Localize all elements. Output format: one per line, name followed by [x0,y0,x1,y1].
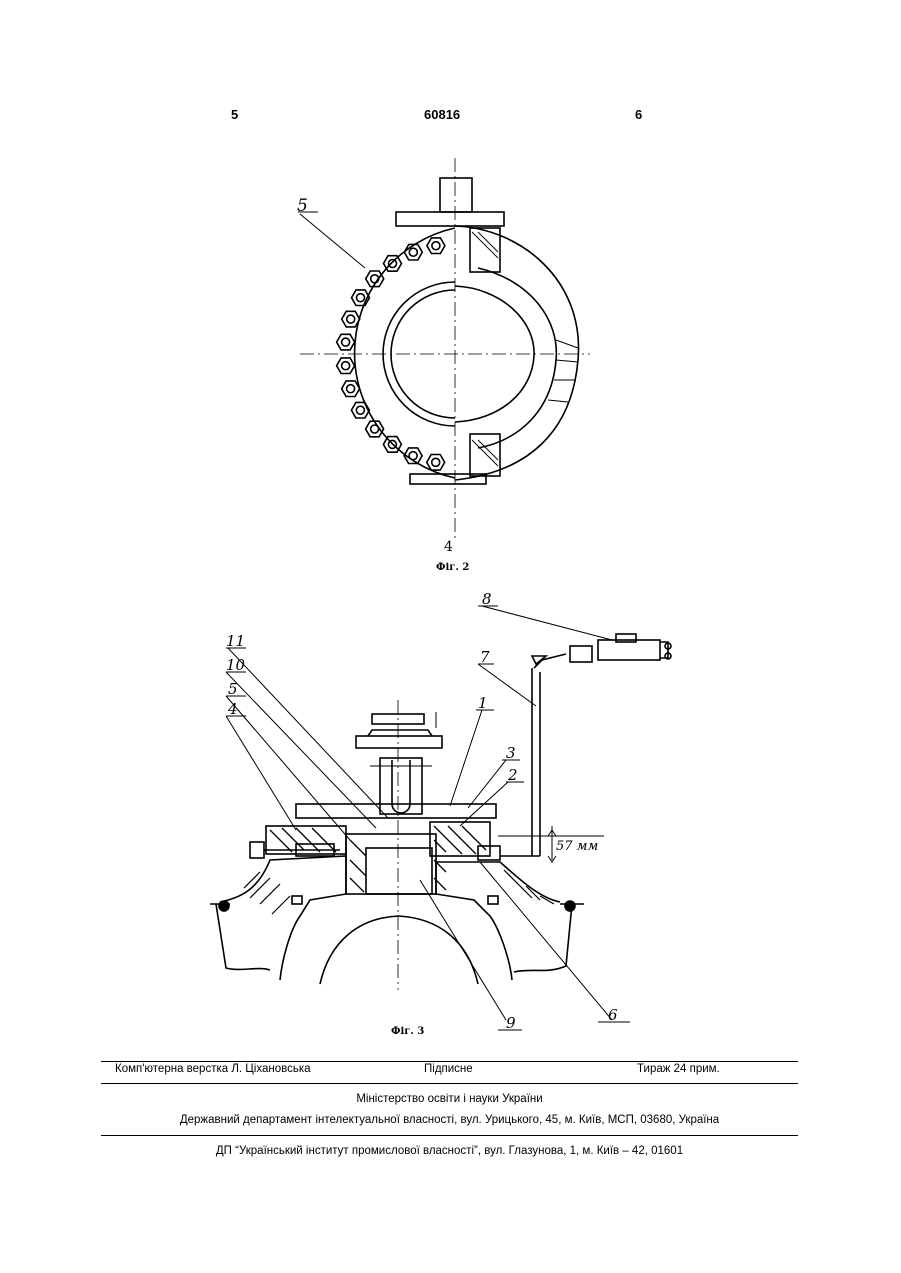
bolt-head [342,381,360,397]
bolt-head [404,244,422,260]
fig3-dimension: 57 мм [556,839,598,854]
typesetter-text: Комп'ютерна верстка Л. Ціхановська [115,1063,311,1075]
fig3-label-11: 11 [226,632,245,650]
bolt-hole [342,338,350,346]
bolt-hole [357,294,365,302]
bolt-head [427,238,445,254]
fig3-label-2: 2 [507,766,518,784]
bolt-hole [356,406,364,414]
bolt-hole [409,248,417,256]
circulation-text: Тираж 24 прим. [637,1063,720,1075]
bolt-hole [347,315,355,323]
ministry-text: Міністерство освіти і науки України [101,1093,798,1105]
fig3-label-7: 7 [480,648,490,666]
fig3-label-3: 3 [506,744,516,762]
fig2-label-4: 4 [444,539,453,555]
bolt-head [427,455,445,471]
bolt-hole [342,362,350,370]
bolt-head [384,256,402,272]
bolt-hole [409,452,417,460]
fig2-caption: Фіг. 2 [436,562,469,573]
bolt-hole [432,242,440,250]
technical-drawing: 5 4 Фіг. 2 [0,0,901,1060]
figure-3-drawing [210,634,671,990]
bolt-head [337,358,355,374]
bolt-hole [371,425,379,433]
footer-rule-top [101,1061,798,1062]
department-text: Державний департамент інтелектуальної вл… [101,1114,798,1126]
fig3-label-5: 5 [228,680,238,698]
fig3-label-1: 1 [478,694,488,712]
fig3-caption: Фіг. 3 [391,1026,424,1037]
fig3-label-4: 4 [227,700,238,718]
fig3-label-6: 6 [608,1006,618,1024]
fig3-label-9: 9 [506,1014,516,1032]
institute-text: ДП “Український інститут промислової вла… [101,1145,798,1157]
bolt-head [351,402,369,418]
bolt-hole [389,260,397,268]
bolt-head [366,421,384,437]
figure-2-drawing [300,158,590,540]
bolt-head [337,334,355,350]
footer-rule-bottom [101,1135,798,1136]
fig3-label-10: 10 [226,656,246,674]
signed-text: Підписне [424,1063,473,1075]
bolt-hole [432,458,440,466]
bolt-hole [347,385,355,393]
fig2-label-5: 5 [297,196,308,216]
footer-rule-middle [101,1083,798,1084]
fig3-label-8: 8 [482,590,492,608]
bolt-head [342,311,360,327]
